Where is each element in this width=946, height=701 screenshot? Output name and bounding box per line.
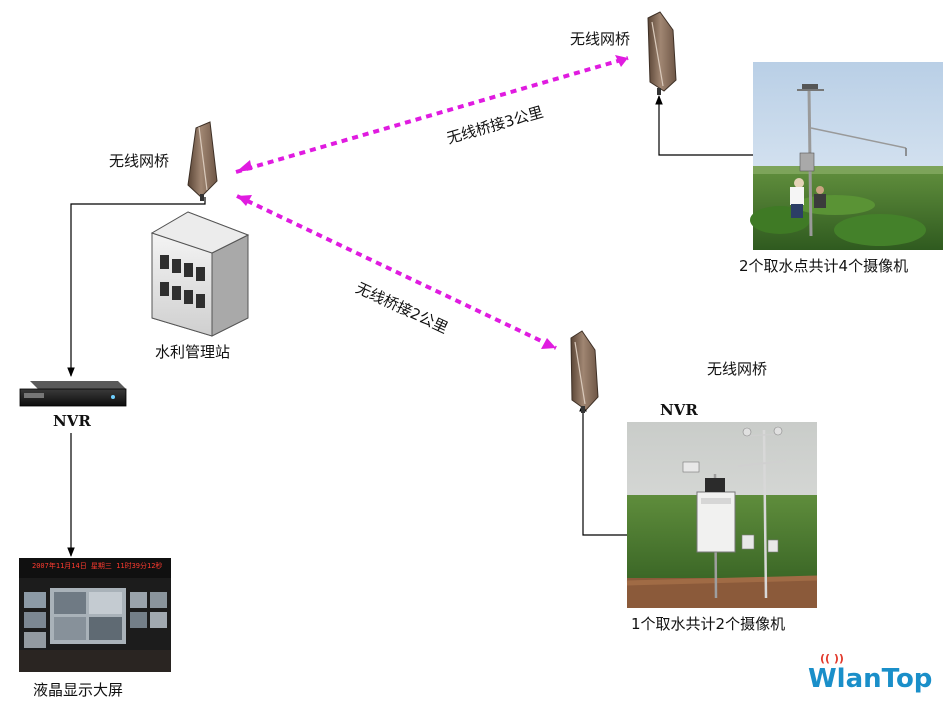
nvr-device — [19, 381, 127, 407]
station-building — [150, 211, 250, 337]
lcd-display-wall — [19, 558, 171, 672]
display-label: 液晶显示大屏 — [33, 681, 124, 699]
wireless-link-top — [235, 55, 629, 174]
site1-photo — [750, 62, 943, 250]
logo-text-top: Top — [881, 664, 933, 694]
wireless-bridge-antenna-center — [187, 121, 218, 201]
nvr-left-label: NVR — [53, 412, 91, 430]
wireless-bridge-antenna-bottom-right — [570, 330, 599, 413]
bridge-center-label: 无线网桥 — [109, 152, 170, 170]
connector-site1-to-bridge — [655, 95, 753, 156]
nvr-right-label: NVR — [660, 401, 698, 419]
bridge-top-right-label: 无线网桥 — [570, 30, 631, 48]
display-screen-text: 2007年11月14日 星期三 11时39分12秒 — [32, 562, 163, 570]
station-label: 水利管理站 — [155, 343, 231, 361]
bridge-bottom-right-label: 无线网桥 — [707, 360, 768, 378]
connector-bridge-to-nvr — [67, 197, 206, 377]
wireless-link-bottom — [236, 194, 557, 350]
site2-photo — [626, 422, 818, 608]
logo-wifi-icon: (( )) — [820, 652, 844, 665]
wireless-bridge-antenna-top-right — [647, 11, 677, 95]
wlantop-logo: (( )) WlanTop — [808, 652, 933, 694]
site2-caption: 1个取水共计2个摄像机 — [631, 615, 786, 633]
site1-caption: 2个取水点共计4个摄像机 — [739, 257, 909, 275]
logo-text-wlan: Wlan — [808, 664, 882, 694]
